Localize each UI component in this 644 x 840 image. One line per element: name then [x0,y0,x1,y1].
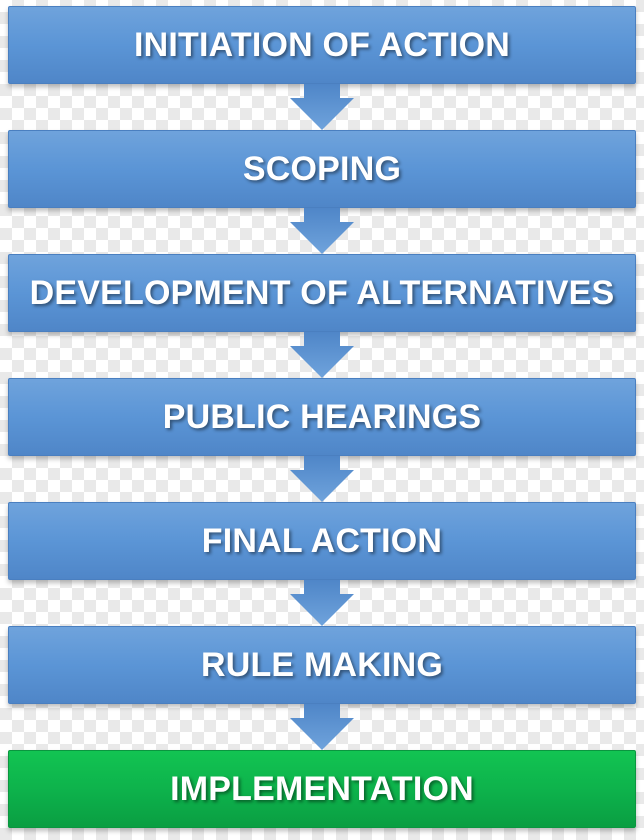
step-implementation: IMPLEMENTATION [8,750,636,828]
step-label: PUBLIC HEARINGS [162,397,482,436]
down-arrow-icon [290,704,354,750]
down-arrow-icon [290,456,354,502]
step-development-of-alternatives: DEVELOPMENT OF ALTERNATIVES [8,254,636,332]
step-label: INITIATION OF ACTION [133,25,511,64]
step-label: FINAL ACTION [201,521,443,560]
step-label: SCOPING [242,149,402,188]
step-rule-making: RULE MAKING [8,626,636,704]
step-public-hearings: PUBLIC HEARINGS [8,378,636,456]
step-label: DEVELOPMENT OF ALTERNATIVES [29,273,615,312]
step-initiation-of-action: INITIATION OF ACTION [8,6,636,84]
step-scoping: SCOPING [8,130,636,208]
down-arrow-icon [290,84,354,130]
down-arrow-icon [290,580,354,626]
down-arrow-icon [290,332,354,378]
down-arrow-icon [290,208,354,254]
step-label: IMPLEMENTATION [170,769,474,808]
step-final-action: FINAL ACTION [8,502,636,580]
step-label: RULE MAKING [200,645,444,684]
